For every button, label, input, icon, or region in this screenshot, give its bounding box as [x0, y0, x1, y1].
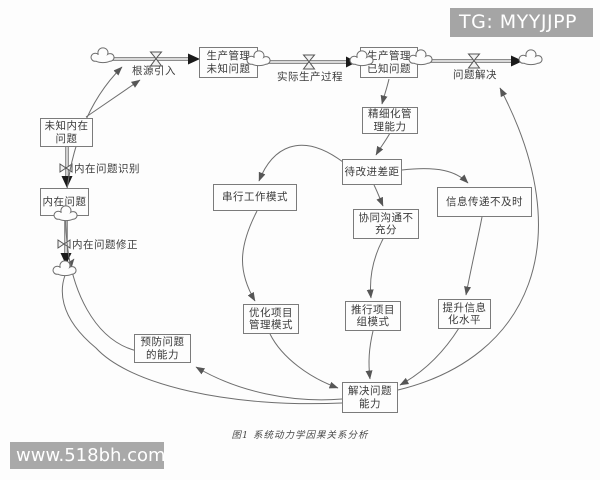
link-known-to-fine-mgmt [380, 78, 390, 105]
var-refined-management-capability: 精细化管 理能力 [362, 107, 418, 134]
valve-icon-internal-correction [57, 239, 71, 249]
valve-icon-actual-production [302, 54, 316, 70]
flow-pipe-root-introduction [103, 53, 200, 65]
link-gap-to-comm [373, 184, 384, 207]
var-problem-solving-capability: 解决问题 能力 [342, 382, 398, 413]
var-promote-project-team-mode: 推行项目 组模式 [345, 301, 401, 331]
var-improvement-gap: 待改进差距 [342, 159, 402, 185]
stock-production-unknown-problems: 生产管理 未知问题 [199, 47, 258, 78]
valve-icon-problem-solving [467, 53, 481, 69]
stock-internal-problems: 内在问题 [40, 188, 89, 216]
figure-caption: 图1 系统动力学因果关系分析 [231, 430, 369, 441]
link-prevent-to-root [65, 66, 138, 352]
flow-arrowhead [511, 55, 523, 67]
website-watermark: www.518bh.com [10, 442, 166, 469]
flow-arrowhead [346, 56, 357, 68]
var-serial-work-mode: 串行工作模式 [213, 184, 297, 211]
flow-arrowhead [61, 176, 73, 188]
flow-label-internal-problem-correction: 内在问题修正 [72, 239, 138, 251]
flow-pipe-internal-identification [61, 147, 73, 188]
flow-label-root-introduction: 根源引入 [132, 65, 176, 77]
var-optimize-project-management-mode: 优化项目 管理模式 [243, 304, 299, 334]
link-optimize-to-solve [269, 333, 339, 389]
link-serial-to-optimize [242, 210, 258, 302]
telegram-watermark: TG: MYYJJPP [450, 8, 593, 37]
stock-unknown-internal-problems: 未知内在 问题 [40, 118, 93, 147]
flow-label-problem-solving: 问题解决 [453, 69, 497, 81]
var-insufficient-collaboration: 协同沟通不 充分 [353, 209, 419, 239]
var-problem-prevention-capability: 预防问题 的能力 [134, 334, 191, 363]
flow-pipe-problem-solving [427, 55, 523, 67]
link-solve-to-correction [61, 258, 343, 405]
flow-label-internal-problem-identification: 内在问题识别 [74, 163, 140, 175]
stock-production-known-problems: 生产管理 已知问题 [360, 47, 418, 78]
link-fine-mgmt-to-gap [375, 132, 391, 156]
flow-label-actual-production-process: 实际生产过程 [277, 71, 343, 83]
valve-icon-root-introduction [149, 51, 163, 67]
flow-arrowhead [188, 53, 200, 65]
link-team-to-solve [365, 330, 374, 380]
causal-arrows [61, 66, 539, 405]
link-comm-to-team [366, 238, 384, 299]
link-gap-to-serial [258, 144, 344, 182]
valve-icon-internal-identification [59, 163, 73, 173]
var-delayed-information-transfer: 信息传递不及时 [437, 187, 532, 217]
link-unknown-internal-to-root [85, 79, 141, 118]
link-solve-to-prevent [195, 366, 343, 401]
var-improve-informatization-level: 提升信息 化水平 [438, 299, 491, 329]
link-gap-to-info-delay [401, 168, 469, 184]
link-info-delay-to-info-level [464, 216, 483, 296]
link-solve-to-problem-solving [397, 87, 539, 391]
link-info-level-to-solve [399, 327, 460, 386]
